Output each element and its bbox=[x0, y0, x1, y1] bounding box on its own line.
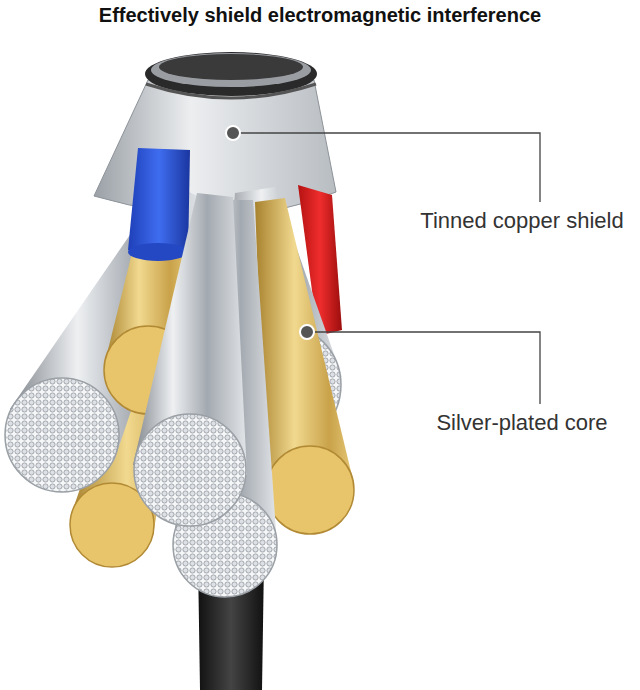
gold-conductor-end bbox=[266, 446, 354, 534]
leader-dot bbox=[226, 126, 240, 140]
blue-insulation bbox=[128, 243, 188, 261]
leader-line bbox=[233, 133, 540, 202]
jacket-ring bbox=[159, 54, 303, 80]
leader-line bbox=[307, 332, 540, 404]
title: Effectively shield electromagnetic inter… bbox=[99, 4, 541, 27]
jacket-ring bbox=[145, 52, 317, 96]
part-label: Tinned copper shield bbox=[420, 208, 623, 234]
jacket-ring bbox=[146, 84, 316, 98]
leader-dot bbox=[300, 325, 314, 339]
part-label: Silver-plated core bbox=[436, 410, 607, 436]
jacket-ring bbox=[151, 53, 311, 87]
strand-end bbox=[5, 378, 119, 492]
blue-insulation bbox=[128, 148, 190, 258]
strand-end bbox=[134, 414, 246, 526]
